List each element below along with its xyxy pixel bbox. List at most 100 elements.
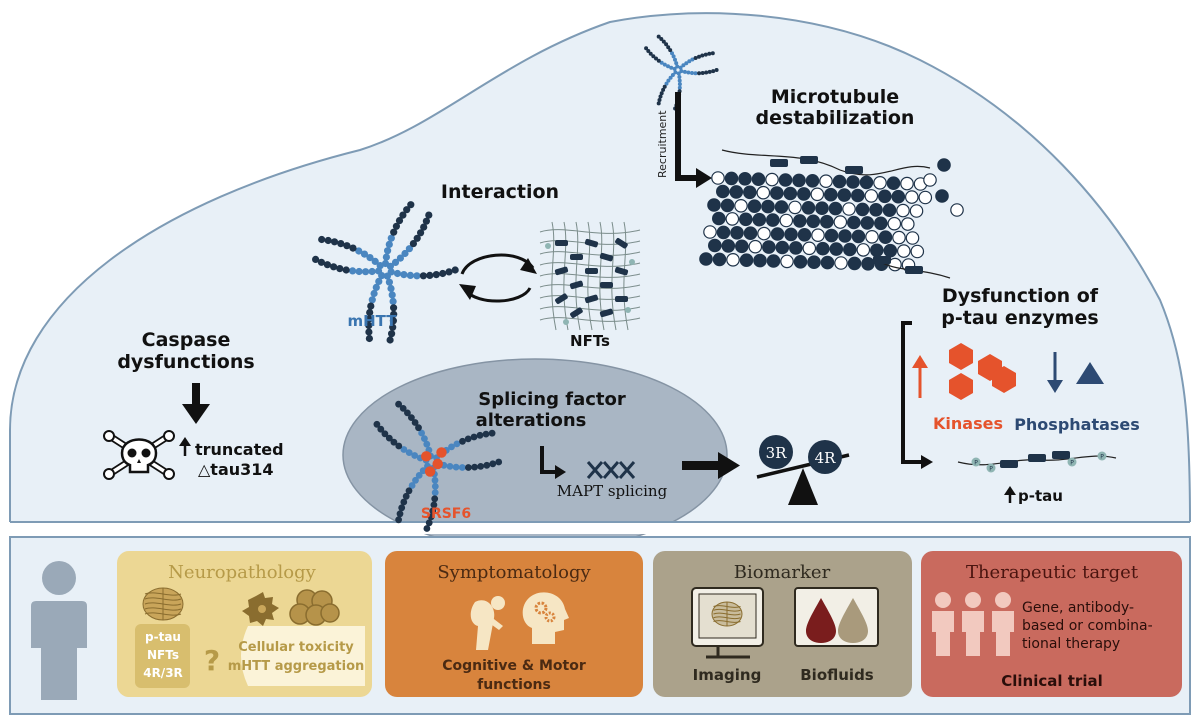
bead <box>453 440 461 448</box>
bead <box>489 460 497 468</box>
srsf6-protein <box>436 447 447 458</box>
srsf6-protein <box>432 458 443 470</box>
bead <box>386 336 394 344</box>
fluid-drop-icon <box>838 598 868 643</box>
splicing-title-line1: Splicing factor <box>478 389 626 410</box>
bead <box>387 234 395 242</box>
tubulin-dimer <box>892 230 906 245</box>
bead <box>431 489 439 496</box>
bead <box>431 476 439 484</box>
bead <box>451 266 459 274</box>
bead <box>400 498 408 506</box>
bead <box>700 53 705 58</box>
bead <box>654 56 658 61</box>
tau-filament <box>585 268 598 274</box>
bead <box>676 71 681 76</box>
bead <box>670 73 675 77</box>
bead <box>674 61 679 66</box>
tubulin-dimer <box>747 199 762 213</box>
bead <box>664 81 669 86</box>
bead <box>382 253 390 261</box>
bead <box>693 56 698 60</box>
nft-tangle <box>539 221 641 331</box>
bead <box>677 82 682 87</box>
symptomatology-box <box>385 551 643 697</box>
bead <box>459 437 466 445</box>
therapeutic-title: Therapeutic target <box>966 562 1139 583</box>
bead <box>677 85 682 90</box>
free-tubulin <box>950 203 964 217</box>
tubulin-dimer <box>766 254 781 268</box>
tau-segment <box>1000 460 1018 468</box>
therapy-desc-line2: based or combina- <box>1022 618 1153 634</box>
tubulin-dimer <box>864 189 879 203</box>
bead <box>365 328 373 336</box>
bead <box>392 222 400 230</box>
tubulin-dimer <box>783 186 798 201</box>
bead <box>704 70 709 75</box>
question-mark: ? <box>204 644 220 677</box>
tubulin-dimer <box>793 254 808 269</box>
bead <box>393 269 402 278</box>
bead <box>330 238 339 246</box>
srsf6-label: SRSF6 <box>421 506 471 522</box>
bead <box>367 302 375 310</box>
bead <box>419 272 427 280</box>
bead <box>398 504 406 512</box>
bead <box>483 461 491 469</box>
tubulin-dimer <box>832 174 847 189</box>
bead <box>399 405 407 412</box>
tau-segment <box>1052 451 1070 459</box>
bead <box>670 51 674 56</box>
bead <box>349 244 357 252</box>
microtubule-title-line2: destabilization <box>756 107 915 129</box>
bead <box>396 510 404 518</box>
bead <box>661 87 666 92</box>
phosphate-mark: P <box>1100 454 1104 461</box>
tubulin-dimer <box>699 252 713 266</box>
bead <box>684 61 689 66</box>
bead <box>477 463 485 470</box>
patients-group-icon <box>932 592 1014 656</box>
bead <box>365 334 373 343</box>
tubulin-dimer <box>711 171 725 185</box>
bead <box>370 289 378 298</box>
free-tubulin <box>937 158 951 172</box>
bead <box>360 250 369 258</box>
bead <box>677 75 682 79</box>
recruitment-arrow <box>675 92 712 188</box>
isoform-balance-scale <box>756 435 850 505</box>
bead <box>470 433 478 441</box>
tubulin-dimer <box>738 212 753 227</box>
tubulin-dimer <box>837 188 852 202</box>
tubulin-dimer <box>842 242 857 257</box>
therapy-desc-line1: Gene, antibody- <box>1022 600 1134 616</box>
tubulin-dimer <box>846 175 860 189</box>
bead <box>425 211 433 219</box>
truncated-up-arrow-icon <box>179 437 191 456</box>
tau-segment <box>770 159 788 167</box>
tubulin-dimer <box>724 171 739 186</box>
bead <box>385 278 393 286</box>
mhtt-aggregate <box>312 201 459 344</box>
tau-filament <box>569 280 584 290</box>
bead <box>666 78 671 83</box>
tubulin-dimer <box>859 175 874 190</box>
biofluids-label: Biofluids <box>800 666 874 684</box>
monitor-brain-icon <box>711 601 743 627</box>
tubulin-dimer <box>861 256 875 271</box>
tau-filament <box>584 294 599 304</box>
tubulin-dimer <box>797 228 812 242</box>
tubulin-dimer <box>834 256 848 270</box>
tubulin-dimer <box>788 241 803 255</box>
bead <box>388 291 396 299</box>
kinase-up-arrow-icon <box>912 355 928 398</box>
bead <box>690 71 694 75</box>
skull-crossbones-icon <box>103 430 175 480</box>
tubulin-dimer <box>846 215 861 230</box>
tubulin-dimer <box>761 199 775 214</box>
tubulin-dimer <box>896 203 910 218</box>
tubulin-dimer <box>792 173 806 188</box>
tubulin-dimer <box>815 201 829 215</box>
